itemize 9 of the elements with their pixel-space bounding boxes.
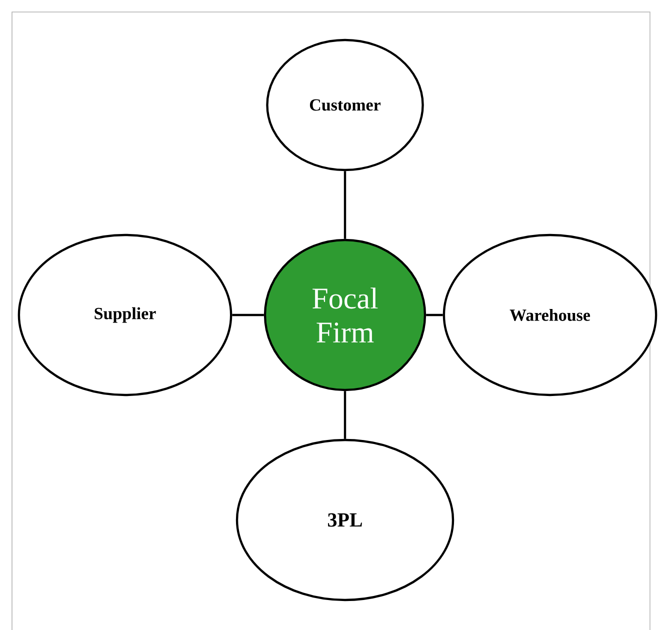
connector-line [344, 391, 346, 439]
connector-line [344, 171, 346, 239]
connector-line [232, 314, 264, 316]
ellipse-node: Supplier [18, 234, 232, 396]
ellipse-node: Warehouse [442, 234, 658, 396]
connector-line [426, 314, 443, 316]
ellipse-node: 3PL [236, 438, 454, 602]
node-label: Warehouse [510, 308, 590, 322]
ellipse-node: Customer [266, 38, 424, 172]
